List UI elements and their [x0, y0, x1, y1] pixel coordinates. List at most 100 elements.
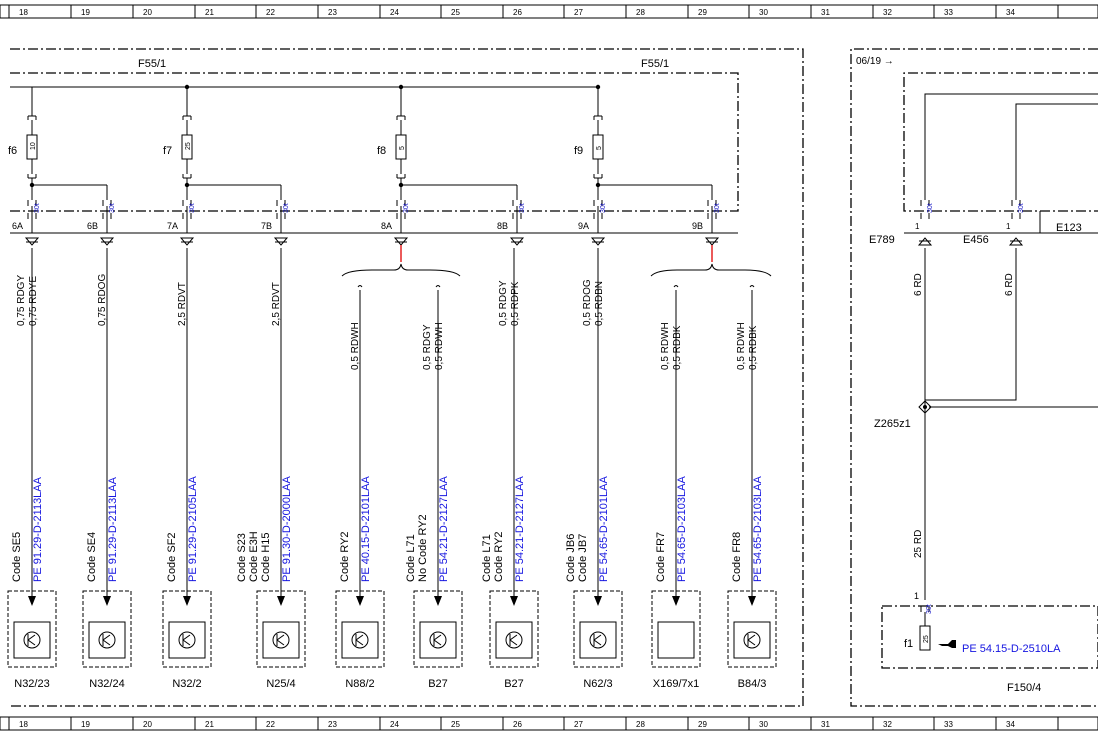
fuse-rating: 5 — [399, 146, 406, 150]
component-symbol — [495, 621, 533, 659]
wire-break — [749, 285, 755, 288]
reference-link: PE 40.15-D-2101LAA — [360, 476, 372, 582]
f55-1-frame — [10, 72, 739, 212]
ruler-number: 20 — [143, 720, 152, 729]
arrow-head — [277, 596, 285, 606]
circuit-column-9 — [651, 285, 701, 668]
ruler-strip — [0, 716, 1098, 731]
circuit-column-7 — [489, 590, 539, 668]
ruler-number: 23 — [328, 720, 337, 729]
wire-break — [357, 285, 363, 288]
fuse-rating: 25 — [185, 142, 192, 150]
ground-arrow — [509, 237, 525, 246]
wire-color-label: 0,5 RDBN — [594, 281, 605, 326]
ruler-number: 32 — [883, 8, 892, 17]
wire-color-label: 2,5 RDVT — [271, 282, 282, 326]
component-label: N32/23 — [14, 678, 49, 690]
fuse-label: f8 — [377, 145, 386, 157]
pin-label: 8A — [381, 221, 392, 231]
ruler-number: 31 — [821, 8, 830, 17]
ruler-number: 33 — [944, 720, 953, 729]
ruler-number: 25 — [451, 8, 460, 17]
pin-contact — [27, 200, 37, 219]
transistor-icon — [747, 634, 756, 646]
pin-contact — [1011, 200, 1021, 219]
ruler-number: 27 — [574, 720, 583, 729]
ruler-number: 31 — [821, 720, 830, 729]
fuse-clip — [27, 115, 37, 120]
connector-label: E456 — [963, 234, 989, 246]
code-label: Code RY2 — [493, 531, 505, 582]
wire-color-label: 0,5 RDWH — [350, 322, 361, 370]
ruler-number: 21 — [205, 720, 214, 729]
code-label: No Code RY2 — [417, 514, 429, 582]
ruler-number: 22 — [266, 720, 275, 729]
splice-label: Z265z1 — [874, 418, 911, 430]
connector-pin-8B — [509, 200, 525, 246]
pin-mark: 30t — [600, 203, 607, 213]
component-label: F150/4 — [1007, 682, 1041, 694]
circuit-column-6 — [413, 285, 463, 668]
circuit-column-2 — [82, 590, 132, 668]
circuit-column-10 — [727, 285, 777, 668]
pin-label: 9B — [692, 221, 703, 231]
fuse-clip — [396, 115, 406, 120]
pin-mark: 30t — [714, 203, 721, 213]
ruler-number: 22 — [266, 8, 275, 17]
wire-color-label: 0,5 RDWH — [660, 322, 671, 370]
wire-line — [1015, 103, 1098, 200]
wire-color-label: 0,75 RDGY — [16, 275, 27, 326]
wire-color-label: 0,5 RDWH — [736, 322, 747, 370]
code-label: Code E3H — [248, 531, 260, 582]
transistor-icon — [272, 631, 290, 649]
transistor-icon — [743, 631, 761, 649]
wire-color-label: 0,5 RDWH — [434, 322, 445, 370]
fuse-label: f1 — [904, 638, 913, 650]
arrow-head — [748, 596, 756, 606]
component-symbol — [262, 621, 300, 659]
transistor-icon — [355, 634, 364, 646]
connector-pin-9A — [590, 200, 606, 246]
pin-contact — [920, 200, 930, 219]
ground-arrow — [393, 237, 409, 246]
ruler-number: 21 — [205, 8, 214, 17]
pin-label: 6B — [87, 221, 98, 231]
ground-arrow — [590, 237, 606, 246]
connector-label: E123 — [1056, 222, 1082, 234]
pin-contact — [512, 200, 522, 219]
transistor-icon — [102, 634, 111, 646]
reference-link: PE 91.30-D-2000LAA — [281, 476, 293, 582]
reference-link: PE 91.29-D-2105LAA — [187, 476, 199, 582]
circuit-column-5 — [335, 285, 385, 668]
fuse-label: f6 — [8, 145, 17, 157]
circuit-column-3 — [162, 590, 212, 668]
ground-arrow — [917, 237, 933, 246]
ruler-number: 24 — [390, 720, 399, 729]
fuse-box-frame — [881, 605, 1098, 669]
arrow-head — [356, 596, 364, 606]
pin-mark: 30t — [1018, 203, 1025, 213]
ground-arrow — [24, 237, 40, 246]
transistor-icon — [509, 634, 518, 646]
component-label: N25/4 — [266, 678, 295, 690]
pin-label: 7A — [167, 221, 178, 231]
component-label: N32/2 — [172, 678, 201, 690]
ruler-number: 19 — [81, 8, 90, 17]
pin-mark: 30t — [403, 203, 410, 213]
code-label: Code RY2 — [339, 531, 351, 582]
arrow-head — [434, 596, 442, 606]
arrow-head — [510, 596, 518, 606]
transistor-icon — [23, 631, 41, 649]
wire-color-label: 6 RD — [1004, 273, 1015, 296]
arrow-head — [28, 596, 36, 606]
wire-color-label: 0,5 RDBK — [748, 325, 759, 370]
fuse-clip — [396, 174, 406, 179]
pin-contact — [707, 200, 717, 219]
ground-arrow — [273, 237, 289, 246]
wire-color-label: 0,5 RDBK — [672, 325, 683, 370]
arrow-head — [103, 596, 111, 606]
pin-mark: 30t — [927, 203, 934, 213]
fuse-label: f7 — [163, 145, 172, 157]
pin-label: 9A — [578, 221, 589, 231]
pin-contact — [276, 200, 286, 219]
